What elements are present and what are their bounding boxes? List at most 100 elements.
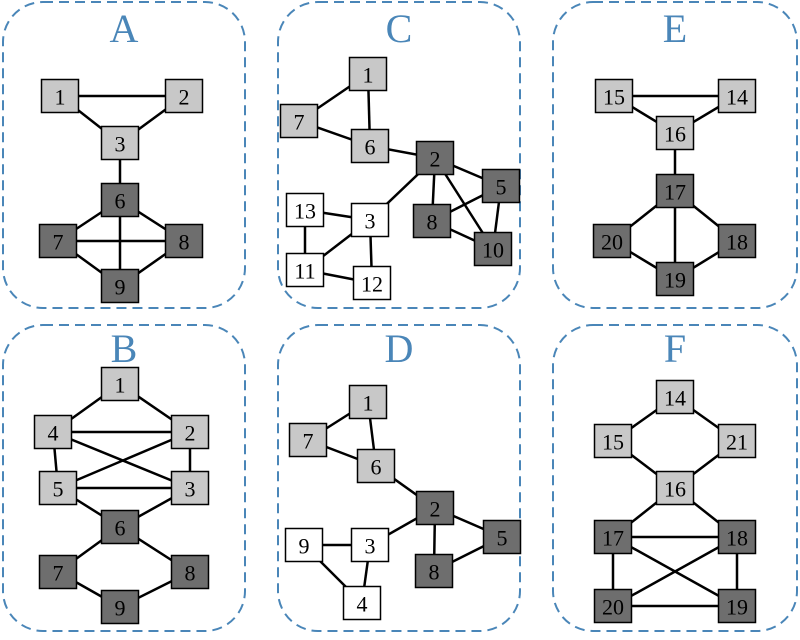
- node-3: 3: [350, 202, 390, 238]
- node-6: 6: [100, 182, 140, 218]
- node-7: 7: [279, 103, 319, 139]
- node-5: 5: [482, 519, 522, 555]
- node-label: 2: [430, 497, 441, 522]
- edge-18-20: [612, 535, 738, 608]
- node-box: [415, 140, 455, 176]
- node-8: 8: [164, 223, 204, 259]
- node-label: 16: [664, 477, 686, 502]
- panel-frame: [552, 1, 798, 309]
- node-8: 8: [170, 554, 210, 590]
- node-16: 16: [655, 470, 695, 506]
- node-box: [350, 128, 390, 164]
- node-20: 20: [592, 223, 632, 259]
- node-3: 3: [170, 470, 210, 506]
- node-3: 3: [350, 527, 390, 563]
- node-box: [352, 265, 392, 301]
- node-7: 7: [38, 554, 78, 590]
- node-label: 7: [53, 230, 64, 255]
- node-7: 7: [38, 223, 78, 259]
- edge-group: [303, 400, 503, 604]
- node-label: 14: [664, 386, 686, 411]
- node-2: 2: [415, 140, 455, 176]
- node-8: 8: [412, 203, 452, 239]
- node-box: [655, 115, 695, 151]
- node-box: [350, 527, 390, 563]
- node-6: 6: [100, 509, 140, 545]
- node-21: 21: [717, 423, 757, 459]
- node-label: 18: [726, 526, 748, 551]
- node-label: 3: [365, 534, 376, 559]
- node-label: 6: [115, 516, 126, 541]
- node-box: [170, 554, 210, 590]
- panel-frame: [2, 1, 246, 309]
- node-label: 6: [371, 455, 382, 480]
- node-box: [594, 78, 634, 114]
- node-box: [100, 589, 140, 625]
- node-3: 3: [100, 125, 140, 161]
- node-14: 14: [717, 78, 757, 114]
- node-label: 18: [726, 230, 748, 255]
- node-16: 16: [655, 115, 695, 151]
- edge-group: [298, 72, 503, 285]
- node-label: 8: [185, 561, 196, 586]
- node-box: [348, 56, 388, 92]
- panel-title: D: [385, 326, 414, 371]
- node-box: [100, 182, 140, 218]
- node-5: 5: [481, 168, 521, 204]
- node-label: 5: [496, 175, 507, 200]
- node-box: [412, 203, 452, 239]
- node-label: 19: [664, 268, 686, 293]
- node-box: [38, 223, 78, 259]
- node-box: [164, 223, 204, 259]
- node-6: 6: [356, 448, 396, 484]
- node-15: 15: [594, 78, 634, 114]
- node-label: 2: [430, 147, 441, 172]
- node-18: 18: [717, 223, 757, 259]
- node-6: 6: [350, 128, 390, 164]
- node-14: 14: [655, 379, 695, 415]
- node-label: 8: [179, 230, 190, 255]
- node-label: 2: [179, 85, 190, 110]
- node-label: 3: [185, 477, 196, 502]
- node-box: [170, 414, 210, 450]
- node-label: 4: [357, 592, 368, 617]
- node-9: 9: [284, 527, 324, 563]
- node-label: 8: [427, 210, 438, 235]
- node-18: 18: [717, 519, 757, 555]
- node-label: 21: [726, 430, 748, 455]
- node-9: 9: [100, 268, 140, 304]
- node-box: [717, 519, 757, 555]
- node-box: [288, 422, 328, 458]
- node-label: 15: [603, 85, 625, 110]
- node-box: [100, 366, 140, 402]
- node-label: 8: [429, 560, 440, 585]
- node-label: 12: [361, 272, 383, 297]
- node-box: [348, 384, 388, 420]
- node-label: 9: [299, 534, 310, 559]
- node-box: [717, 223, 757, 259]
- node-box: [279, 103, 319, 139]
- node-box: [415, 490, 455, 526]
- node-box: [655, 261, 695, 297]
- node-box: [40, 78, 80, 114]
- node-label: 3: [365, 209, 376, 234]
- node-4: 4: [33, 414, 73, 450]
- node-box: [285, 192, 325, 228]
- node-box: [170, 470, 210, 506]
- node-box: [592, 223, 632, 259]
- node-label: 9: [115, 596, 126, 621]
- node-label: 1: [363, 63, 374, 88]
- node-label: 1: [55, 85, 66, 110]
- node-box: [38, 554, 78, 590]
- node-label: 5: [497, 526, 508, 551]
